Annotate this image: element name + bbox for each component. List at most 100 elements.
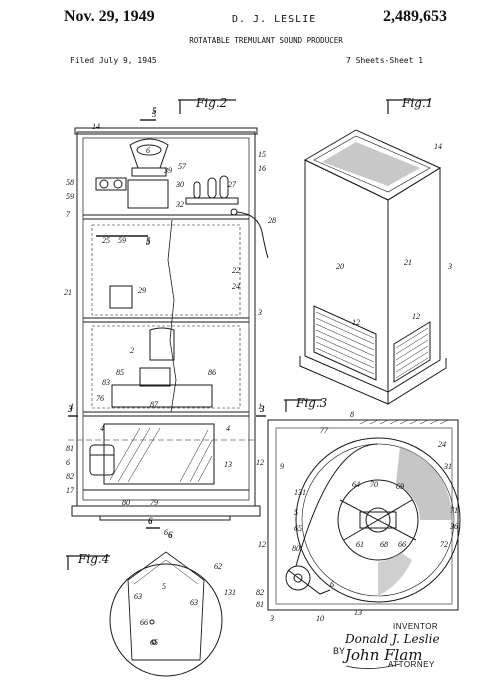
ref-numeral: 131	[224, 588, 236, 597]
ref-numeral: 87	[150, 400, 158, 409]
ref-numeral: 82	[66, 472, 74, 481]
fig1-label: Fig.1	[402, 96, 434, 110]
ref-numeral: 62	[214, 562, 222, 571]
ref-numeral: 12	[352, 318, 360, 327]
ref-numeral: 57	[178, 162, 186, 171]
ref-numeral: 31	[444, 462, 452, 471]
ref-numeral: 69	[396, 482, 404, 491]
ref-numeral: 63	[190, 598, 198, 607]
ref-numeral: 15	[258, 150, 266, 159]
ref-numeral: 25	[102, 236, 110, 245]
ref-numeral: 59	[66, 192, 74, 201]
ref-numeral: 81	[256, 600, 264, 609]
ref-numeral: 3	[258, 308, 262, 317]
ref-numeral: 12	[256, 458, 264, 467]
inventor-label: INVENTOR	[393, 622, 439, 631]
ref-numeral: 39	[164, 166, 172, 175]
ref-numeral: 65	[294, 524, 302, 533]
ref-numeral: 9	[280, 462, 284, 471]
ref-numeral: 1	[70, 402, 74, 411]
section-mark: 3	[260, 404, 265, 414]
ref-numeral: 13	[224, 460, 232, 469]
section-mark: 3	[68, 404, 73, 414]
patent-title: ROTATABLE TREMULANT SOUND PRODUCER	[189, 36, 343, 45]
ref-numeral: 17	[66, 486, 74, 495]
ref-numeral: 76	[96, 394, 104, 403]
section-mark: 6	[148, 516, 153, 526]
ref-numeral: 21	[404, 258, 412, 267]
ref-numeral: 3	[270, 614, 274, 623]
ref-numeral: 64	[352, 480, 360, 489]
ref-numeral: 6	[330, 580, 334, 589]
patent-date: Nov. 29, 1949	[64, 8, 155, 25]
fig2-drawing	[68, 99, 269, 529]
ref-numeral: 24	[232, 282, 240, 291]
ref-numeral: 4	[100, 424, 104, 433]
section-mark: 5	[152, 106, 157, 116]
ref-numeral: 5	[162, 582, 166, 591]
ref-numeral: 24	[438, 440, 446, 449]
ref-numeral: 85	[116, 368, 124, 377]
ref-numeral: 22	[232, 266, 240, 275]
filed-date: Filed July 9, 1945	[70, 56, 157, 65]
ref-numeral: 1	[258, 402, 262, 411]
ref-numeral: 80	[292, 544, 300, 553]
fig3-drawing	[267, 399, 461, 611]
section-mark: 6	[168, 530, 173, 540]
patent-number: 2,489,653	[383, 8, 447, 25]
ref-numeral: 59	[118, 236, 126, 245]
ref-numeral: 20	[336, 262, 344, 271]
ref-numeral: 6	[164, 528, 168, 537]
ref-numeral: 14	[434, 142, 442, 151]
ref-numeral: 5	[294, 508, 298, 517]
ref-numeral: 12	[258, 540, 266, 549]
attorney-label: ATTORNEY	[388, 660, 435, 669]
ref-numeral: 4	[226, 424, 230, 433]
ref-numeral: 70	[370, 480, 378, 489]
ref-numeral: 21	[64, 288, 72, 297]
ref-numeral: 58	[66, 178, 74, 187]
ref-numeral: 82	[256, 588, 264, 597]
by-label: BY	[333, 646, 346, 656]
ref-numeral: 14	[92, 122, 100, 131]
ref-numeral: 29	[138, 286, 146, 295]
ref-numeral: 32	[176, 200, 184, 209]
ref-numeral: 65	[150, 638, 158, 647]
ref-numeral: 7	[66, 210, 70, 219]
ref-numeral: 68	[380, 540, 388, 549]
ref-numeral: 28	[268, 216, 276, 225]
inventor-name: Donald J. Leslie	[345, 632, 440, 646]
fig3-label: Fig.3	[296, 396, 328, 410]
ref-numeral: 77	[320, 426, 328, 435]
ref-numeral: 12	[412, 312, 420, 321]
ref-numeral: 63	[134, 592, 142, 601]
ref-numeral: 79	[150, 498, 158, 507]
ref-numeral: 6	[66, 458, 70, 467]
ref-numeral: 6	[146, 146, 150, 155]
fig1-drawing	[299, 99, 447, 405]
ref-numeral: 131	[294, 488, 306, 497]
ref-numeral: 13	[354, 608, 362, 617]
inventor-short: D. J. LESLIE	[232, 14, 317, 25]
ref-numeral: 81	[66, 444, 74, 453]
ref-numeral: 72	[440, 540, 448, 549]
ref-numeral: 5	[146, 238, 150, 247]
ref-numeral: 61	[356, 540, 364, 549]
section-mark: 5	[146, 236, 151, 246]
ref-numeral: 27	[228, 180, 236, 189]
ref-numeral: 66	[140, 618, 148, 627]
ref-numeral: 36	[450, 522, 458, 531]
ref-numeral: 66	[398, 540, 406, 549]
ref-numeral: 3	[448, 262, 452, 271]
ref-numeral: 8	[350, 410, 354, 419]
ref-numeral: 83	[102, 378, 110, 387]
sheet-count: 7 Sheets-Sheet 1	[346, 56, 424, 65]
attorney-signature: John Flam	[345, 646, 423, 664]
ref-numeral: 86	[208, 368, 216, 377]
ref-numeral: 16	[258, 164, 266, 173]
ref-numeral: 71	[450, 506, 458, 515]
fig4-label: Fig.4	[78, 552, 110, 566]
ref-numeral: 2	[130, 346, 134, 355]
ref-numeral: 80	[122, 498, 130, 507]
